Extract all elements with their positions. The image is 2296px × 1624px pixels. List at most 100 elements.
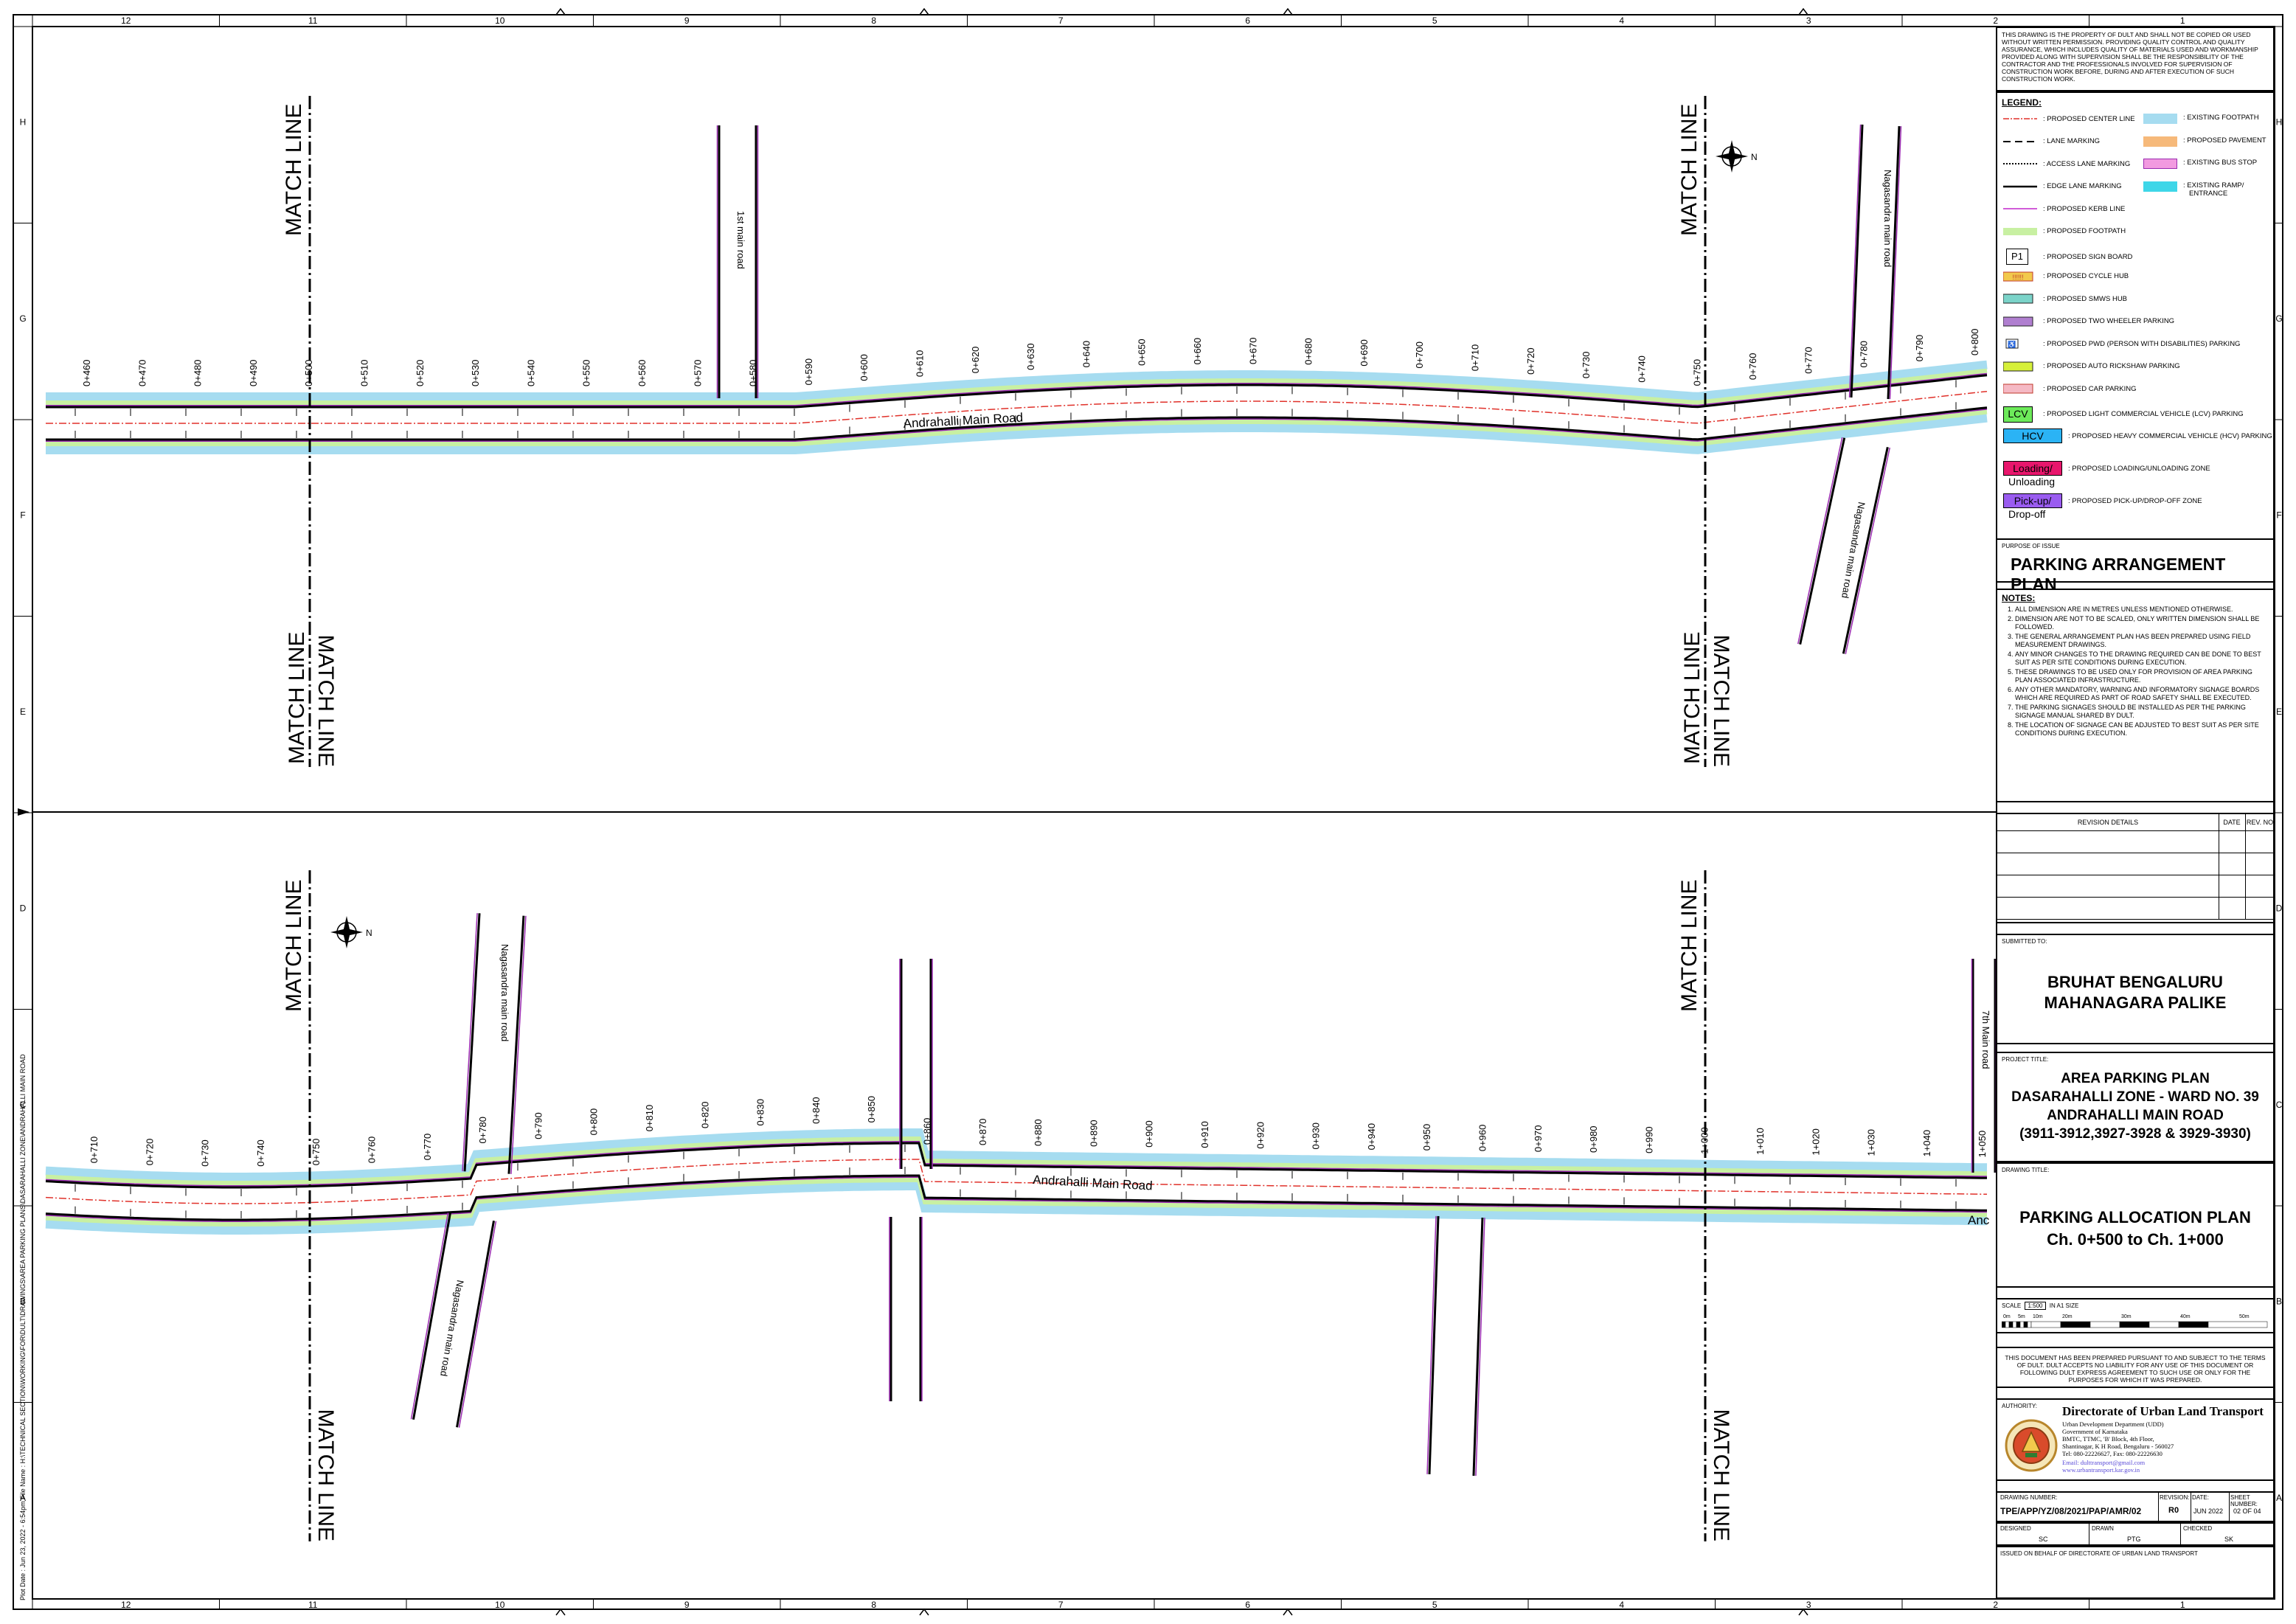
svg-text:!!!!!!: !!!!!! (2012, 274, 2023, 281)
grid-row-label: H (2276, 117, 2283, 127)
road-name-label: Andrahalli Main Road (1033, 1173, 1153, 1193)
side-road-cross (1426, 1215, 1437, 1474)
grid-column-label: 6 (1245, 15, 1250, 26)
chainage-label: 0+750 (311, 1139, 322, 1166)
scale-label: SCALE (2002, 1302, 2022, 1309)
title-block: THIS DRAWING IS THE PROPERTY OF DULT AND… (1996, 27, 2276, 1599)
chainage-label: 0+720 (1525, 347, 1536, 375)
revision-header-date: DATE (2219, 814, 2246, 831)
authority-address: Urban Development Department (UDD)Govern… (2062, 1420, 2174, 1457)
side-road-nagasandra (507, 915, 525, 1174)
note-item: THE PARKING SIGNAGES SHOULD BE INSTALLED… (2015, 704, 2269, 720)
purpose-box: PURPOSE OF ISSUE PARKING ARRANGEMENT PLA… (1996, 538, 2275, 594)
chainage-label: 1+050 (1977, 1131, 1988, 1158)
sheet-arrow-icon (1798, 1608, 1808, 1616)
match-line-label: MATCH LINE (1677, 104, 1702, 236)
chainage-label: 0+800 (589, 1108, 600, 1136)
north-label: N (1751, 152, 1758, 162)
project-title: AREA PARKING PLAN DASARAHALLI ZONE - WAR… (1997, 1069, 2273, 1143)
grid-row-label: F (2276, 510, 2281, 520)
chainage-label: 0+910 (1199, 1121, 1210, 1148)
authority-contact: Email: dulttransport@gmail.com www.urban… (2062, 1459, 2145, 1474)
legend-swatch (2003, 159, 2037, 169)
chainage-label: 0+950 (1421, 1124, 1432, 1151)
grid-column-label: 2 (1993, 15, 1998, 26)
legend-item: P1: PROPOSED SIGN BOARD (2003, 249, 2132, 265)
north-arrow-icon (330, 929, 363, 936)
legend-item: : PROPOSED TWO WHEELER PARKING (2002, 316, 2174, 327)
side-road-label: 1st main road (735, 211, 746, 269)
legend-item: : LANE MARKING (2003, 136, 2100, 147)
chainage-label: 0+510 (359, 359, 370, 386)
disclaimer-box: THIS DRAWING IS THE PROPERTY OF DULT AND… (1996, 27, 2275, 91)
chainage-label: 0+590 (803, 358, 814, 386)
legend-item: : PROPOSED SMWS HUB (2002, 294, 2127, 304)
scale-segment (2008, 1321, 2014, 1328)
legend-item: Loading/Unloading: PROPOSED LOADING/UNLO… (2003, 461, 2210, 487)
drawing-title-box: DRAWING TITLE: PARKING ALLOCATION PLAN C… (1996, 1162, 2275, 1288)
legend-item: : PROPOSED CENTER LINE (2003, 114, 2135, 124)
authority-web[interactable]: www.urbantransport.kar.gov.in (2062, 1466, 2140, 1474)
chainage-label: 0+870 (977, 1119, 988, 1146)
chainage-label: 0+560 (637, 359, 648, 386)
chainage-label: 0+740 (255, 1139, 266, 1167)
legend-swatch (2002, 294, 2037, 304)
grid-row-label: D (2276, 903, 2283, 913)
grid-column-label: 5 (1432, 1600, 1437, 1610)
chainage-label: 0+520 (415, 359, 426, 386)
grid-column-label: 8 (871, 15, 876, 26)
legend-swatch (2003, 226, 2037, 237)
edge-line (46, 374, 1988, 409)
chainage-label: 0+960 (1477, 1125, 1488, 1152)
drawn-cell: DRAWN PTG (2089, 1524, 2181, 1546)
existing-footpath (45, 1181, 1988, 1235)
submitted-box: SUBMITTED TO: BRUHAT BENGALURU MAHANAGAR… (1996, 934, 2275, 1044)
chainage-label: 0+890 (1088, 1120, 1099, 1147)
kerb-line (46, 408, 1988, 442)
sheet-arrow-icon (555, 1608, 566, 1616)
legend-swatch (2003, 136, 2037, 147)
revision-value: R0 (2168, 1506, 2179, 1515)
chainage-label: 1+010 (1755, 1128, 1766, 1155)
match-line-label: MATCH LINE (1709, 635, 1733, 767)
chainage-label: 0+470 (136, 359, 148, 386)
sheet-arrow-icon (555, 7, 566, 15)
side-road-nagasandra (412, 1212, 451, 1420)
legend-swatch: P1 (2006, 249, 2028, 265)
proposed-footpath (45, 1137, 1988, 1185)
legend-label: : PROPOSED AUTO RICKSHAW PARKING (2043, 362, 2180, 370)
sheet-value: 02 OF 04 (2233, 1507, 2261, 1515)
project-line2: DASARAHALLI ZONE - WARD NO. 39 (2011, 1089, 2259, 1105)
revision-cell: REVISION: R0 (2158, 1493, 2191, 1522)
authority-name: Directorate of Urban Land Transport (2062, 1404, 2264, 1418)
drawing-line1: PARKING ALLOCATION PLAN (2019, 1208, 2251, 1226)
kerb-line (45, 1141, 1988, 1187)
legend-item: : PROPOSED AUTO RICKSHAW PARKING (2002, 361, 2180, 372)
chainage-label: 0+620 (970, 347, 981, 374)
scale-segment (2060, 1321, 2091, 1328)
legend-label: : PROPOSED PAVEMENT (2183, 136, 2266, 145)
purpose-caption: PURPOSE OF ISSUE (2002, 543, 2060, 549)
match-line-label: MATCH LINE (285, 632, 309, 764)
legend-label: : PROPOSED LOADING/UNLOADING ZONE (2068, 464, 2210, 473)
proposed-footpath (46, 409, 1988, 446)
legend-swatch (2003, 114, 2037, 124)
authority-email[interactable]: Email: dulttransport@gmail.com (2062, 1459, 2146, 1466)
authority-caption: AUTHORITY: (2002, 1403, 2038, 1409)
notes-list: ALL DIMENSION ARE IN METRES UNLESS MENTI… (2002, 605, 2269, 738)
authority-line: Government of Karnataka (2062, 1428, 2128, 1435)
revision-header-details: REVISION DETAILS (1997, 814, 2219, 831)
drawing-number: TPE/APP/YZ/08/2021/PAP/AMR/02 (2000, 1506, 2142, 1516)
authority-line: BMTC, TTMC, 'B' Block, 4th Floor, (2062, 1435, 2154, 1443)
grid-row-label: C (2276, 1100, 2283, 1110)
grid-column-label: 2 (1993, 1600, 1998, 1610)
scale-segment (2207, 1321, 2268, 1328)
scale-suffix: IN A1 SIZE (2049, 1302, 2079, 1309)
chainage-label: 0+570 (692, 359, 703, 386)
legend-label: : PROPOSED HEAVY COMMERCIAL VEHICLE (HCV… (2068, 431, 2272, 440)
kerb-line (46, 372, 1988, 406)
submitted-line2: MAHANAGARA PALIKE (2044, 993, 2227, 1012)
legend-label: : PROPOSED KERB LINE (2043, 204, 2126, 213)
revision-row (1997, 853, 2275, 875)
